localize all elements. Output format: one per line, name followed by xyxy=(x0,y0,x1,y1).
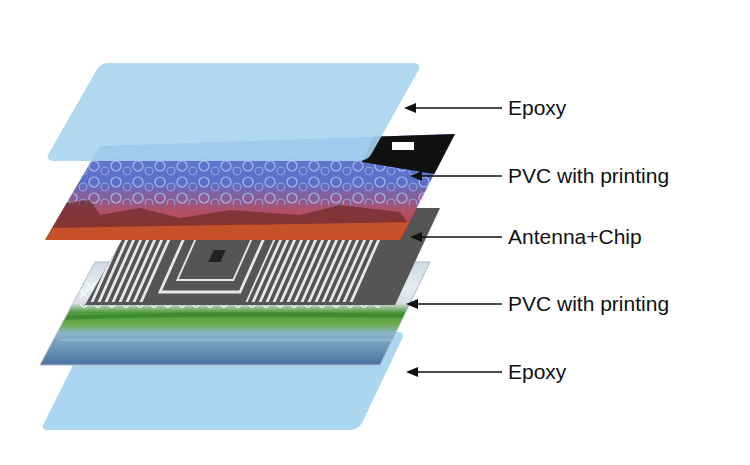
layer-label: PVC with printing xyxy=(508,291,669,316)
leader-arrows xyxy=(404,103,502,377)
layer-label: Antenna+Chip xyxy=(508,224,642,249)
layer-label: Epoxy xyxy=(508,95,566,120)
layer-label: Epoxy xyxy=(508,359,566,384)
layer-label: PVC with printing xyxy=(508,163,669,188)
